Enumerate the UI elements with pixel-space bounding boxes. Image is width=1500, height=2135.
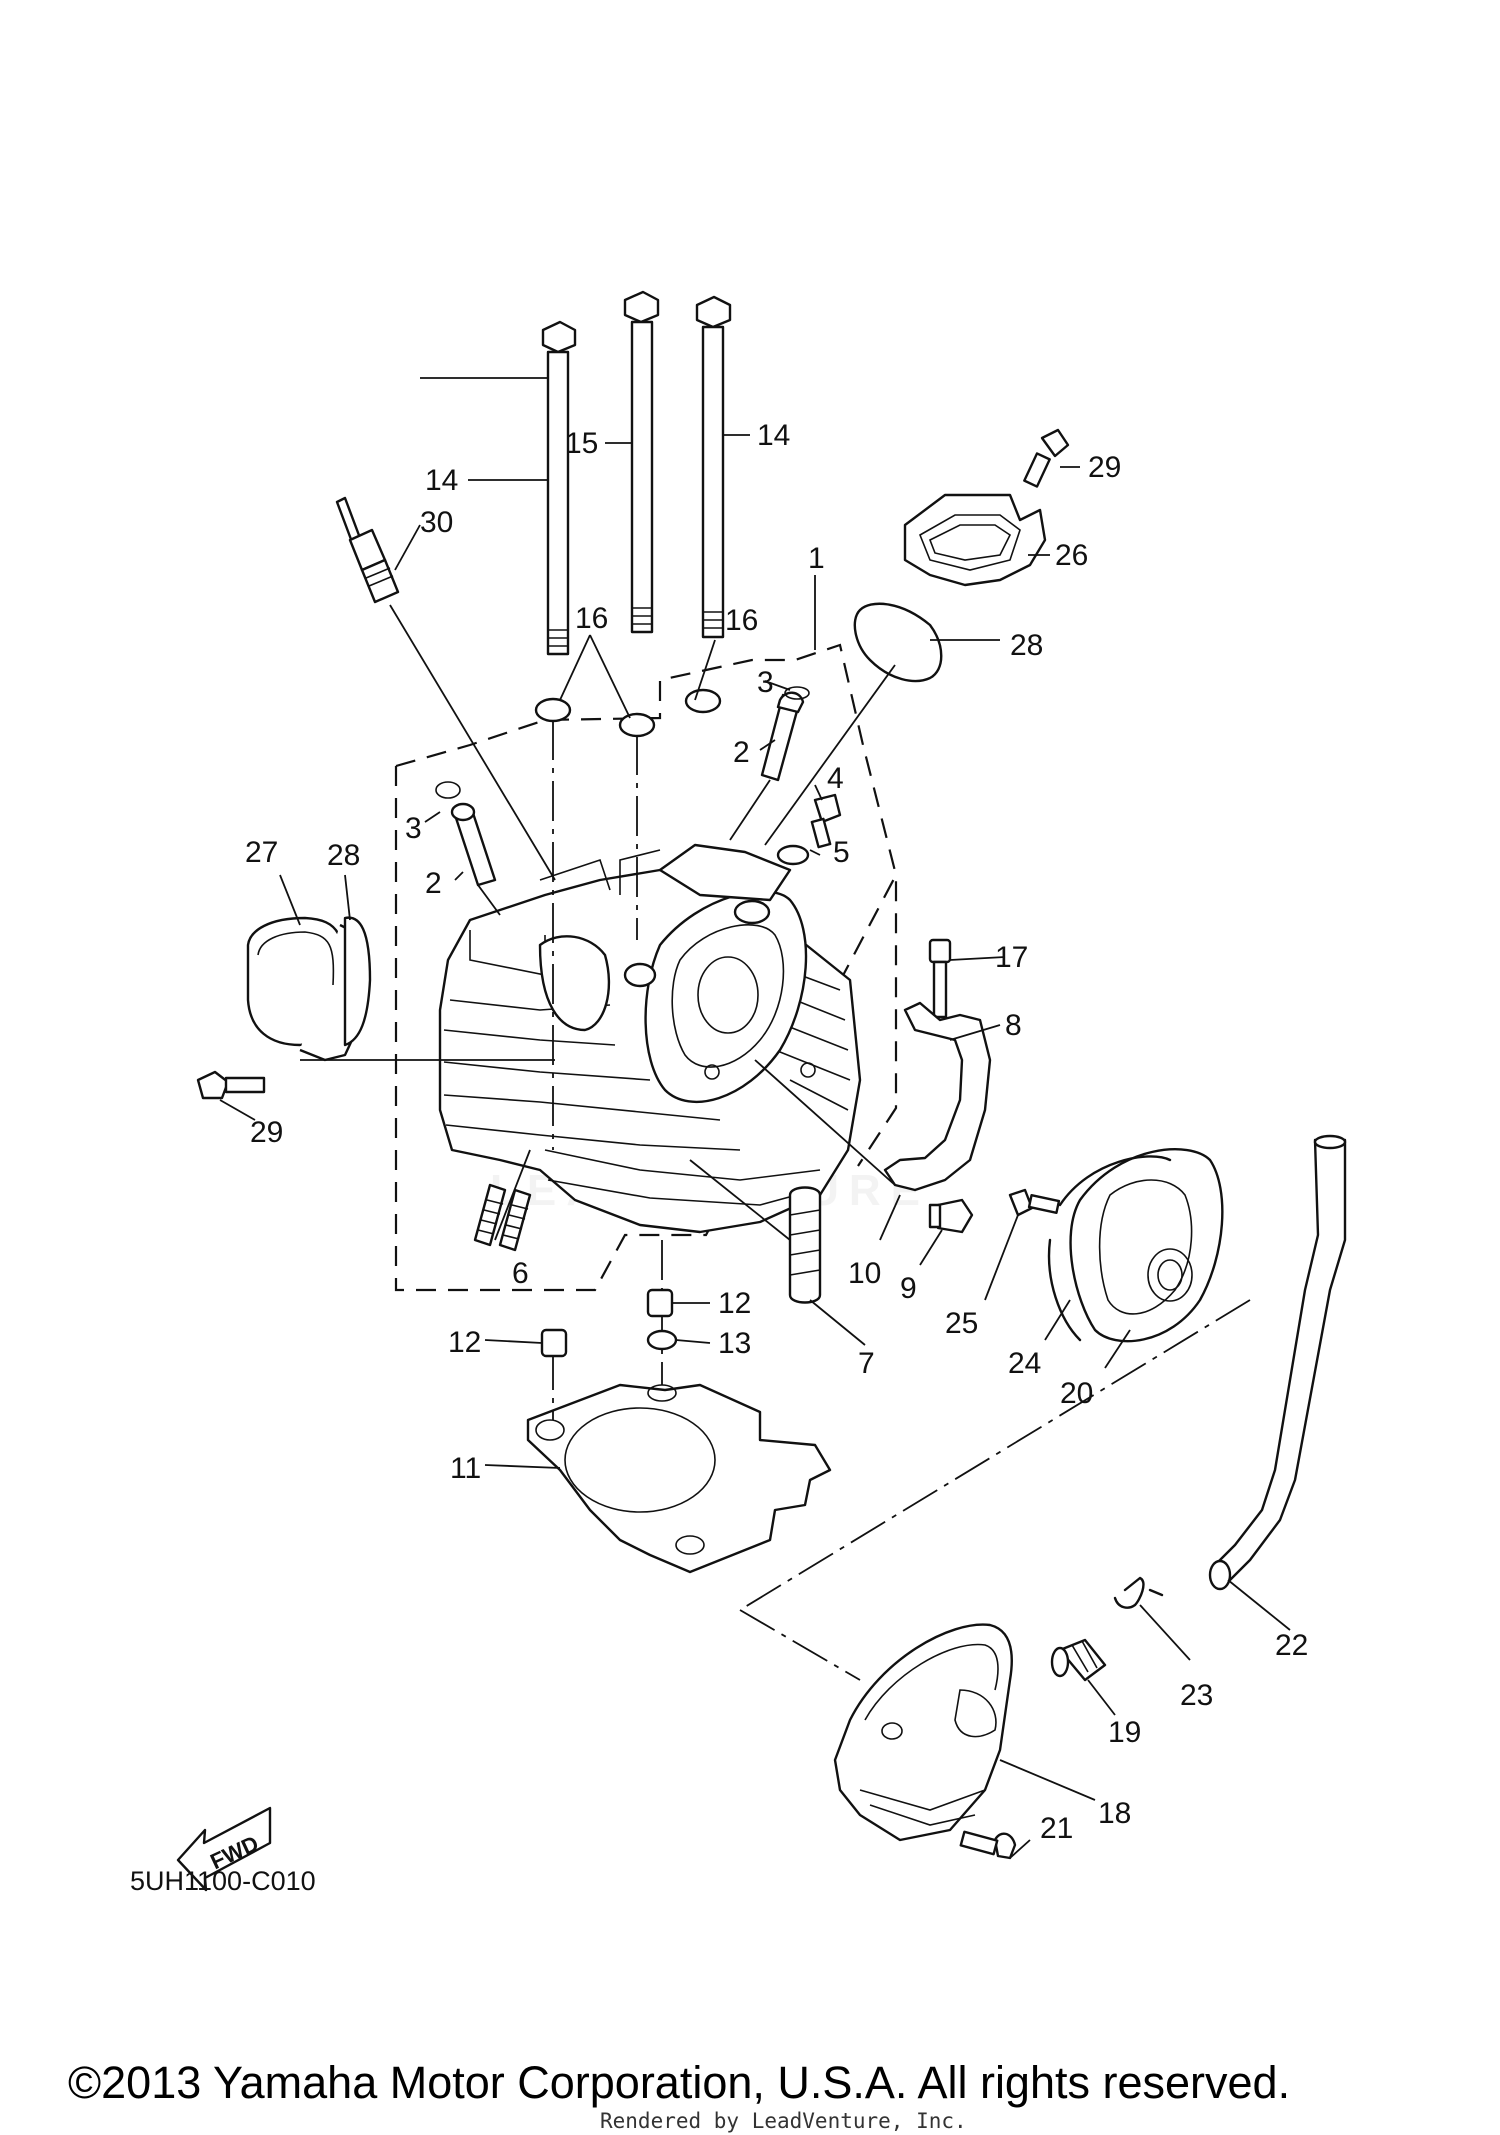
callout-18: 18 (1098, 1797, 1131, 1830)
gasket-5 (776, 844, 810, 866)
callout-3: 3 (757, 666, 774, 699)
callout-2: 2 (733, 736, 750, 769)
assembly-boundary-top (395, 643, 898, 876)
cylinder-head (438, 843, 862, 1234)
cylinder-bolt-center (623, 290, 660, 634)
callout-14: 14 (757, 419, 790, 452)
callout-2: 2 (425, 867, 442, 900)
callout-9: 9 (900, 1272, 917, 1305)
cylinder-bolt-right (695, 295, 732, 639)
callout-28: 28 (1010, 629, 1043, 662)
callout-16: 16 (725, 604, 758, 637)
callout-7: 7 (858, 1347, 875, 1380)
callout-6: 6 (512, 1257, 529, 1290)
dowel-pins-6 (473, 1183, 532, 1252)
clip-3-right (784, 686, 810, 700)
drawing-code: 5UH1100-C010 (130, 1866, 316, 1896)
dowel-12-right (646, 1288, 674, 1318)
plug-17 (928, 938, 952, 1019)
callout-16: 16 (575, 602, 608, 635)
callout-23: 23 (1180, 1679, 1213, 1712)
valve-guide-left (450, 802, 497, 887)
bolt-21 (959, 1830, 1017, 1860)
tensioner-cap (1069, 1148, 1224, 1343)
bolt-9 (928, 1198, 974, 1234)
dowel-12-left (540, 1328, 568, 1358)
pipe-fitting-19 (1050, 1638, 1107, 1682)
callout-labels: 1 2 2 3 3 4 5 6 7 8 9 10 11 12 12 13 14 … (245, 419, 1308, 1845)
callout-12: 12 (718, 1287, 751, 1320)
washer-13 (646, 1329, 678, 1351)
callout-12: 12 (448, 1326, 481, 1359)
callout-25: 25 (945, 1307, 978, 1340)
assembly-boundary (394, 766, 898, 1292)
callout-17: 17 (995, 941, 1028, 974)
breather-pipe (1208, 1134, 1347, 1591)
o-ring-24 (1047, 1155, 1172, 1342)
copyright-notice: ©2013 Yamaha Motor Corporation, U.S.A. A… (68, 2057, 1290, 2108)
callout-21: 21 (1040, 1812, 1073, 1845)
intake-manifold (903, 493, 1047, 587)
callout-1: 1 (808, 542, 825, 575)
callout-26: 26 (1055, 539, 1088, 572)
leader-lines (219, 377, 1291, 1859)
callout-10: 10 (848, 1257, 881, 1290)
callout-13: 13 (718, 1327, 751, 1360)
callout-24: 24 (1008, 1347, 1041, 1380)
gasket-8 (883, 1001, 992, 1192)
callout-11: 11 (450, 1452, 481, 1485)
tappet-cover-left (246, 916, 359, 1062)
washer-16-left (534, 697, 572, 723)
bolt-25 (1008, 1188, 1061, 1217)
valve-guide-right (760, 691, 805, 782)
bolt-29-top (1023, 428, 1070, 488)
callout-4: 4 (827, 762, 844, 795)
callout-8: 8 (1005, 1009, 1022, 1042)
clip-23 (1113, 1576, 1164, 1609)
bolt-4 (810, 793, 842, 849)
callout-28: 28 (327, 839, 360, 872)
cylinder-bolt-left (541, 320, 577, 656)
rendered-by-note: Rendered by LeadVenture, Inc. (600, 2109, 967, 2133)
callout-3: 3 (405, 812, 422, 845)
side-cover-18 (833, 1623, 1013, 1842)
callout-20: 20 (1060, 1377, 1093, 1410)
manifold-gasket-top (853, 602, 943, 683)
washer-16-center (618, 712, 656, 738)
pin-7 (788, 1186, 822, 1304)
callout-5: 5 (833, 836, 850, 869)
callout-19: 19 (1108, 1716, 1141, 1749)
callout-14: 14 (425, 464, 458, 497)
callout-30: 30 (420, 506, 453, 539)
callout-22: 22 (1275, 1629, 1308, 1662)
bolt-29-left (196, 1070, 266, 1100)
washer-16-right (684, 688, 722, 714)
callout-29: 29 (1088, 451, 1121, 484)
callout-29: 29 (250, 1116, 283, 1149)
tappet-gasket-left (343, 916, 372, 1047)
callout-27: 27 (245, 836, 278, 869)
cylinder-head-gasket (526, 1383, 832, 1574)
spark-plug (335, 496, 400, 604)
clip-3-left (435, 781, 461, 799)
callout-15: 15 (565, 427, 598, 460)
